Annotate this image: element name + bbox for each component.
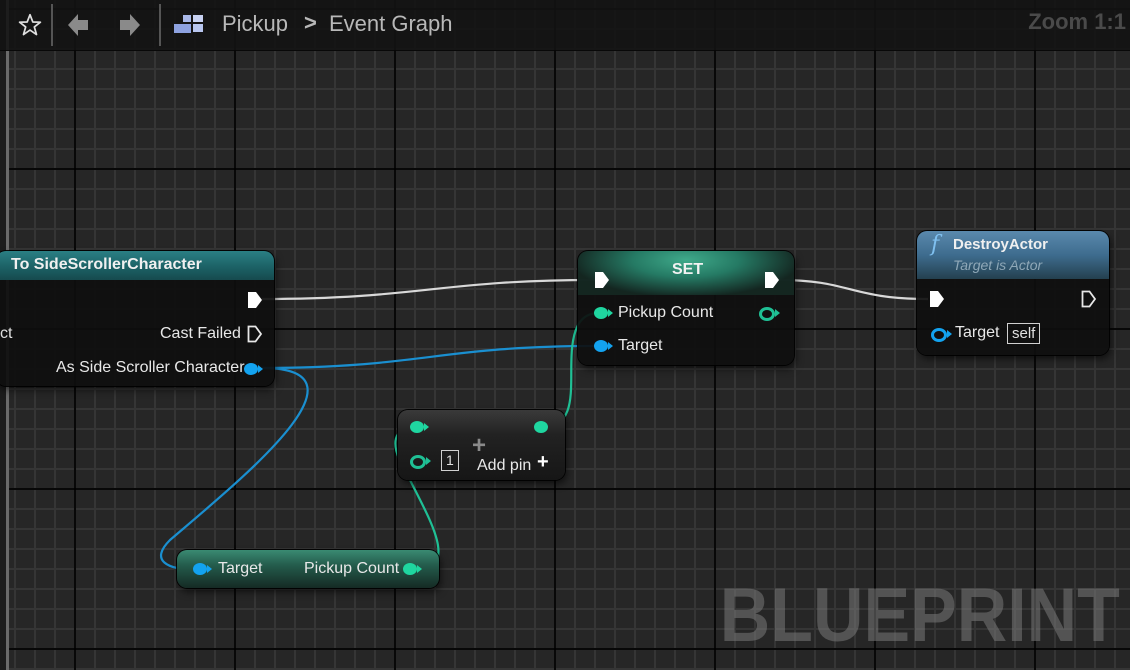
back-button[interactable] bbox=[64, 10, 92, 40]
pickup-count-label: Pickup Count bbox=[618, 304, 714, 321]
target-label: Target bbox=[218, 560, 263, 577]
pin-arrow-icon bbox=[424, 423, 429, 431]
pickup-count-output-pin[interactable] bbox=[403, 563, 417, 575]
a-input-pin[interactable] bbox=[410, 421, 424, 433]
target-input-pin[interactable] bbox=[931, 328, 947, 342]
operator-plus-icon: + bbox=[472, 432, 487, 459]
exec-out-pin[interactable] bbox=[1081, 290, 1097, 308]
destroy-actor-node[interactable]: f DestroyActor Target is Actor Target se… bbox=[917, 231, 1109, 355]
node-header bbox=[0, 251, 274, 280]
pickup-count-output-pin[interactable] bbox=[759, 307, 775, 321]
get-pickup-count-node[interactable]: Target Pickup Count bbox=[177, 550, 439, 588]
target-default-value[interactable]: self bbox=[1007, 323, 1041, 344]
arrow-right-icon bbox=[120, 14, 140, 36]
node-header bbox=[917, 231, 1109, 279]
object-pin-label: ct bbox=[0, 325, 13, 342]
exec-in-pin[interactable] bbox=[929, 290, 945, 308]
set-pickup-count-node[interactable]: SET Pickup Count Target bbox=[578, 251, 794, 365]
add-pin-label[interactable]: Add pin bbox=[477, 457, 532, 474]
pickup-count-input-pin[interactable] bbox=[594, 307, 608, 319]
function-icon: f bbox=[931, 232, 940, 257]
pin-arrow-icon bbox=[608, 309, 613, 317]
pin-arrow-icon bbox=[426, 457, 431, 465]
node-header bbox=[578, 251, 794, 295]
breadcrumb-event-graph[interactable]: Event Graph bbox=[329, 11, 453, 36]
toolbar-separator bbox=[159, 4, 161, 46]
b-input-value[interactable]: 1 bbox=[441, 450, 459, 471]
target-label: Target bbox=[618, 337, 663, 354]
exec-in-pin[interactable] bbox=[594, 271, 610, 289]
pin-arrow-icon bbox=[775, 309, 780, 317]
exec-out-pin[interactable] bbox=[764, 271, 780, 289]
target-input-pin[interactable] bbox=[193, 563, 207, 575]
b-input-pin[interactable] bbox=[410, 455, 426, 469]
blueprint-watermark: BLUEPRINT bbox=[719, 573, 1120, 658]
node-title: To SideScrollerCharacter bbox=[11, 256, 202, 273]
node-title: DestroyActor bbox=[953, 236, 1049, 253]
pin-arrow-icon bbox=[608, 342, 613, 350]
breadcrumb-separator: > bbox=[304, 10, 317, 35]
as-side-scroller-character-pin[interactable] bbox=[244, 363, 258, 375]
breadcrumb-pickup[interactable]: Pickup bbox=[222, 11, 289, 36]
toolbar-separator bbox=[51, 4, 53, 46]
pin-arrow-icon bbox=[947, 330, 952, 338]
cast-failed-label: Cast Failed bbox=[160, 325, 241, 342]
pin-arrow-icon bbox=[417, 565, 422, 573]
cast-to-sidescroller-node[interactable]: To SideScrollerCharacter ct Cast Failed … bbox=[0, 251, 274, 386]
blueprint-graph-icon bbox=[174, 15, 203, 33]
node-title: SET bbox=[672, 261, 704, 278]
cast-failed-exec-pin[interactable] bbox=[247, 325, 263, 343]
favorite-button[interactable] bbox=[16, 10, 44, 40]
star-icon bbox=[18, 13, 42, 36]
pin-arrow-icon bbox=[258, 365, 263, 373]
add-int-node[interactable]: 1 + Add pin + bbox=[398, 410, 565, 480]
target-label: Target bbox=[955, 324, 1000, 341]
zoom-level-label: Zoom 1:1 bbox=[1028, 9, 1126, 34]
arrow-left-icon bbox=[68, 14, 88, 36]
add-pin-icon[interactable]: + bbox=[537, 451, 549, 473]
target-input-pin[interactable] bbox=[594, 340, 608, 352]
result-output-pin[interactable] bbox=[534, 421, 548, 433]
node-subtitle: Target is Actor bbox=[953, 257, 1043, 273]
graph-toolbar: Pickup > Event Graph Zoom 1:1 bbox=[0, 0, 1130, 51]
blueprint-graph-button[interactable] bbox=[172, 10, 206, 40]
pickup-count-label: Pickup Count bbox=[304, 560, 400, 577]
pin-arrow-icon bbox=[207, 565, 212, 573]
forward-button[interactable] bbox=[116, 10, 144, 40]
exec-out-pin[interactable] bbox=[247, 291, 263, 309]
as-side-scroller-character-label: As Side Scroller Character bbox=[56, 359, 245, 376]
